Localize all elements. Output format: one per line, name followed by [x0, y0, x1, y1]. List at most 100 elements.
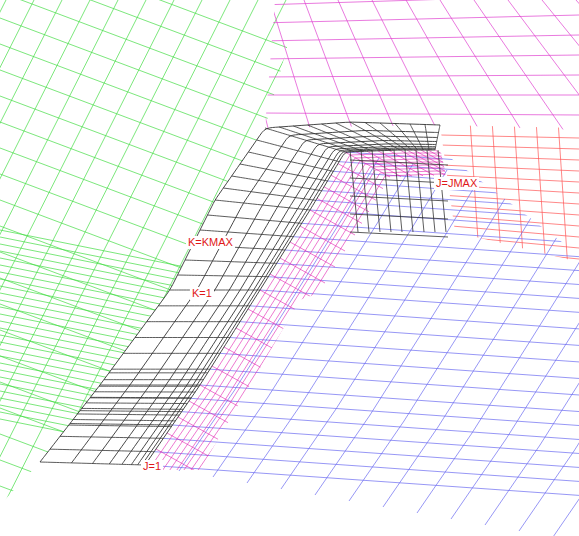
- mesh-line: [0, 0, 320, 86]
- mesh-line: [508, 0, 579, 160]
- grid-line: [170, 290, 260, 291]
- mesh-line: [407, 150, 452, 175]
- grid-line: [257, 140, 340, 162]
- grid-line: [82, 408, 184, 410]
- grid-line: [336, 123, 391, 150]
- mesh-line: [260, 290, 305, 315]
- mesh-line: [163, 438, 579, 467]
- grid-line: [100, 385, 200, 386]
- grid-line: [109, 372, 208, 373]
- grid-line: [223, 188, 316, 200]
- grid-line: [142, 149, 435, 465]
- mesh-line: [372, 150, 380, 232]
- grid-index-label: K=1: [190, 287, 214, 300]
- mesh-line: [576, 0, 579, 160]
- grid-line: [40, 122, 440, 462]
- mesh-line: [212, 366, 257, 391]
- mesh-line: [150, 153, 440, 468]
- mesh-line: [268, 0, 538, 536]
- mesh-line: [168, 0, 188, 160]
- mesh-line: [440, 225, 579, 237]
- mesh-line: [361, 150, 369, 232]
- mesh-line: [0, 486, 320, 536]
- mesh-line: [350, 214, 448, 219]
- mesh-line: [280, 258, 325, 283]
- mesh-line: [349, 188, 549, 501]
- mesh-line: [220, 353, 579, 378]
- mesh-line: [173, 425, 579, 453]
- mesh-line: [383, 194, 579, 507]
- grid-index-label: J=1: [141, 460, 163, 473]
- mesh-line: [0, 18, 320, 138]
- grid-line: [145, 150, 435, 465]
- grid-line: [123, 353, 220, 354]
- mesh-line: [134, 0, 144, 160]
- mesh-line: [189, 401, 234, 426]
- grid-line: [122, 144, 436, 464]
- mesh-line: [440, 145, 579, 149]
- grid-line: [131, 146, 435, 464]
- grid-line: [425, 125, 429, 151]
- mesh-line: [236, 0, 276, 160]
- mesh-line: [202, 0, 232, 160]
- mesh-line: [0, 0, 320, 60]
- mesh-line: [154, 452, 579, 482]
- mesh-line: [170, 165, 460, 480]
- grid-line: [99, 386, 199, 387]
- mesh-line: [0, 148, 320, 268]
- mesh-line: [260, 290, 579, 312]
- mesh-line: [260, 113, 579, 115]
- mesh-line: [0, 122, 320, 242]
- mesh-line: [270, 274, 315, 299]
- grid-line: [232, 176, 322, 191]
- mesh-line: [268, 277, 579, 299]
- mesh-line: [156, 0, 426, 536]
- mesh-line: [0, 0, 118, 536]
- mesh-line: [350, 232, 448, 237]
- mesh-line: [0, 460, 320, 536]
- grid-line: [104, 379, 203, 380]
- grid-line: [208, 215, 302, 223]
- mesh-line: [536, 120, 546, 270]
- mesh-line: [0, 0, 202, 536]
- magenta-mesh: [134, 0, 579, 160]
- mesh-line: [416, 150, 424, 232]
- grid-line: [293, 126, 363, 151]
- grid-line: [365, 123, 406, 151]
- mesh-line: [210, 369, 579, 395]
- grid-line: [40, 462, 145, 465]
- grid-line: [380, 123, 412, 150]
- grid-line: [135, 337, 230, 338]
- mesh-line: [200, 385, 245, 410]
- grid-line: [215, 200, 310, 210]
- mesh-line: [191, 398, 579, 425]
- mesh-line: [167, 433, 212, 458]
- mesh-line: [0, 226, 320, 346]
- grid-line: [350, 122, 400, 150]
- mesh-line: [0, 0, 146, 536]
- mesh-line: [542, 0, 579, 160]
- red-mesh: [440, 120, 579, 270]
- mesh-line: [260, 95, 579, 96]
- mesh-line: [145, 465, 579, 495]
- mesh-line: [440, 195, 579, 204]
- mesh-line: [270, 0, 320, 160]
- mesh-line: [440, 135, 579, 138]
- mesh-line: [519, 218, 579, 531]
- mesh-line: [213, 164, 413, 477]
- mesh-line: [427, 150, 435, 232]
- grid-line: [90, 397, 191, 399]
- mesh-line: [553, 224, 579, 536]
- mesh-line: [485, 212, 579, 525]
- mesh-line: [350, 150, 358, 232]
- mesh-line: [185, 174, 475, 489]
- mesh-line: [260, 55, 579, 59]
- grid-line: [240, 164, 328, 181]
- mesh-line: [417, 200, 579, 513]
- mesh-line: [0, 382, 320, 502]
- grid-index-label: K=KMAX: [186, 236, 235, 249]
- mesh-line: [350, 160, 448, 165]
- mesh-line: [428, 150, 473, 175]
- mesh-line: [324, 187, 369, 212]
